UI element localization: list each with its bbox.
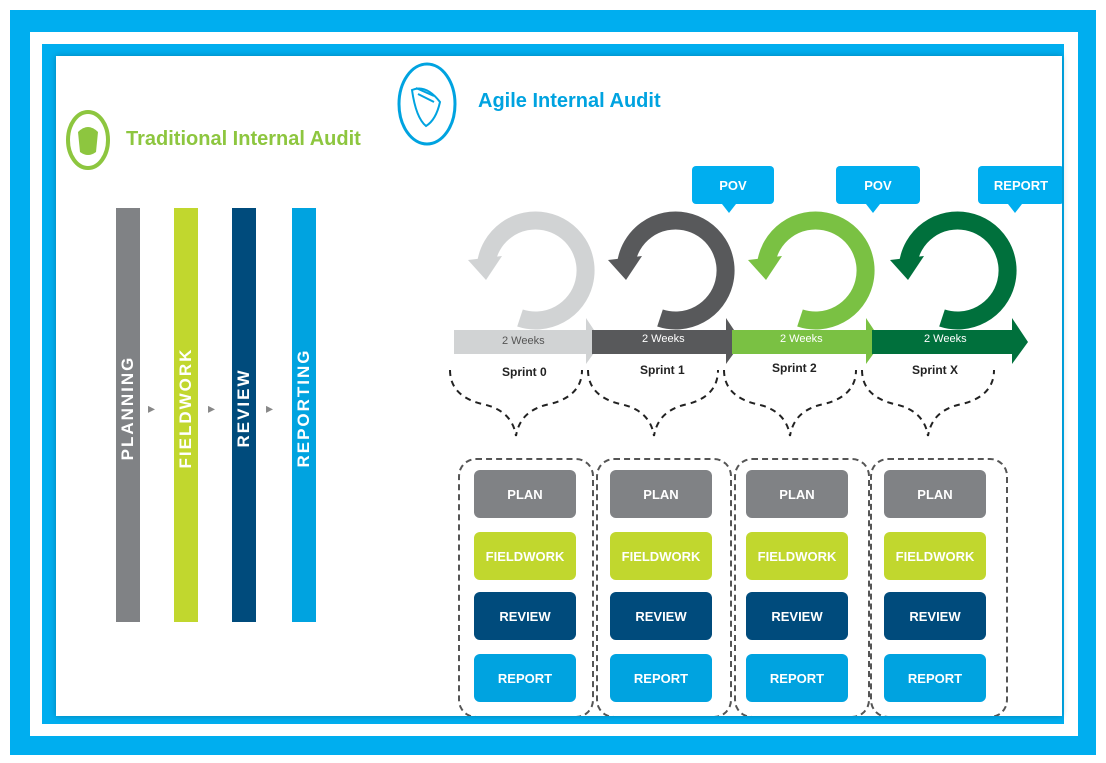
traditional-title: Traditional Internal Audit — [126, 128, 361, 150]
sprint-duration: 2 Weeks — [502, 335, 545, 347]
review-step: REVIEW — [884, 592, 986, 640]
plan-step: PLAN — [474, 470, 576, 518]
fieldwork-step: FIELDWORK — [884, 532, 986, 580]
loop-arrow-icon — [899, 211, 1017, 330]
sprint-label: Sprint 1 — [640, 363, 685, 377]
agile-title: Agile Internal Audit — [478, 90, 661, 112]
phase-label: REPORTING — [294, 348, 313, 468]
brace-connectors — [449, 369, 995, 437]
waterfall-icon — [66, 110, 110, 170]
phase-label: REVIEW — [234, 368, 253, 448]
phase-bar-review: REVIEW — [232, 208, 256, 622]
fieldwork-step: FIELDWORK — [610, 532, 712, 580]
arrowhead-icon — [890, 256, 924, 280]
sprint-label: Sprint 0 — [502, 365, 547, 379]
fieldwork-step: FIELDWORK — [474, 532, 576, 580]
sprint-0-arrow — [454, 318, 602, 364]
pov-callout: POV — [692, 166, 774, 213]
plan-step: PLAN — [746, 470, 848, 518]
sprint-duration: 2 Weeks — [924, 333, 967, 345]
sprint-label: Sprint 2 — [772, 361, 817, 375]
phase-bar-fieldwork: FIELDWORK — [174, 208, 198, 622]
review-step: REVIEW — [610, 592, 712, 640]
arrowhead-icon — [748, 256, 782, 280]
review-step: REVIEW — [746, 592, 848, 640]
sprint-1-arrow — [592, 318, 742, 364]
sprint-2-arrow — [732, 318, 882, 364]
sprint-1-steps — [596, 458, 732, 716]
loop-arrow-icon — [757, 211, 875, 330]
chevron-right-icon: ▸ — [148, 400, 156, 416]
plan-step: PLAN — [884, 470, 986, 518]
phase-label: FIELDWORK — [176, 347, 195, 469]
fieldwork-step: FIELDWORK — [746, 532, 848, 580]
phase-bar-planning: PLANNING — [116, 208, 140, 622]
report-callout: REPORT — [978, 166, 1062, 213]
phase-label: PLANNING — [118, 355, 137, 461]
sprint-x-arrow — [872, 318, 1028, 364]
sprint-0-steps — [458, 458, 594, 716]
arrowhead-icon — [468, 256, 502, 280]
sprint-x-steps — [870, 458, 1008, 716]
pov-callout: POV — [836, 166, 920, 213]
loop-arrow-icon — [477, 211, 595, 330]
sprint-2-steps — [734, 458, 870, 716]
report-step: REPORT — [474, 654, 576, 702]
plan-step: PLAN — [610, 470, 712, 518]
loop-arrow-icon — [617, 211, 735, 330]
sprint-arrows — [454, 211, 1028, 364]
winged-shoe-icon — [397, 62, 457, 146]
report-step: REPORT — [746, 654, 848, 702]
sprint-duration: 2 Weeks — [642, 333, 685, 345]
chevron-right-icon: ▸ — [208, 400, 216, 416]
sprint-duration: 2 Weeks — [780, 333, 823, 345]
phase-bar-reporting: REPORTING — [292, 208, 316, 622]
review-step: REVIEW — [474, 592, 576, 640]
sprint-label: Sprint X — [912, 363, 959, 377]
report-step: REPORT — [884, 654, 986, 702]
arrowhead-icon — [608, 256, 642, 280]
report-step: REPORT — [610, 654, 712, 702]
slide-canvas: Traditional Internal Audit PLANNING ▸ FI… — [56, 56, 1062, 716]
chevron-right-icon: ▸ — [266, 400, 274, 416]
